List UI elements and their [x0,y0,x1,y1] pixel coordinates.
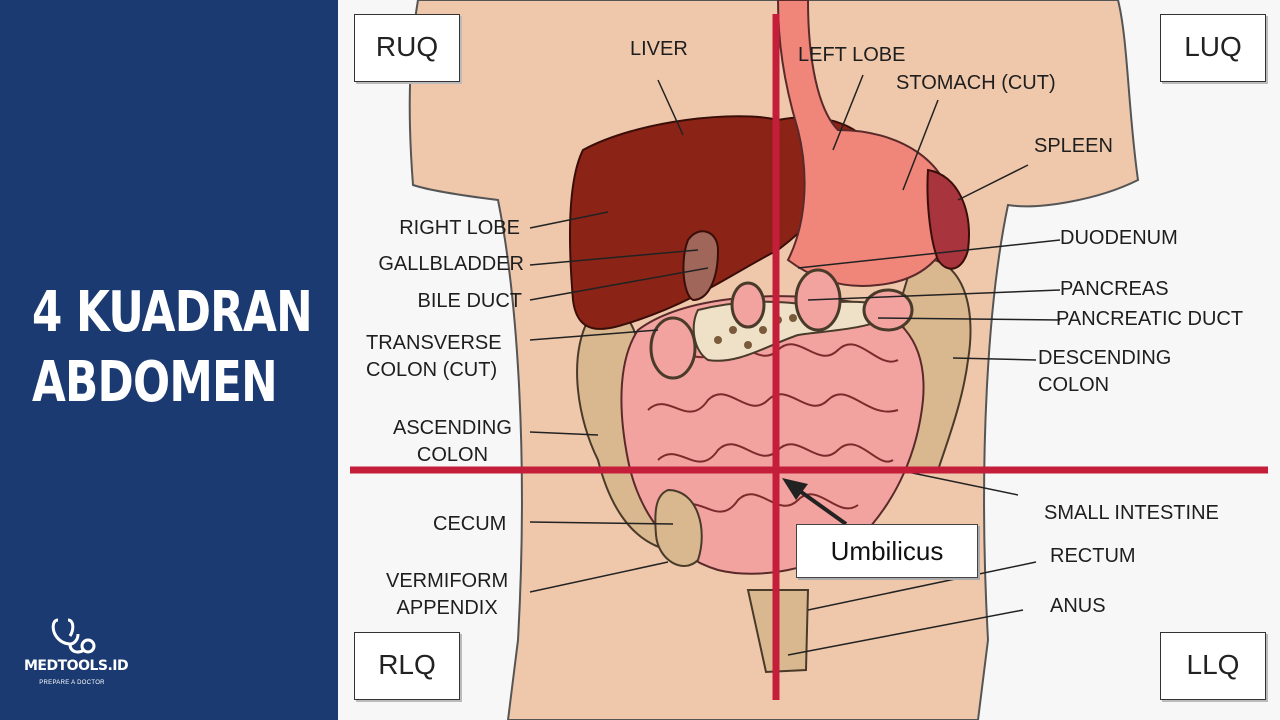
label-rectum: RECTUM [1050,545,1136,567]
label-pancreas: PANCREAS [1060,278,1169,300]
label-ascending-colon: ASCENDING COLON [393,415,512,469]
label-vermiform-appendix: VERMIFORM APPENDIX [386,568,508,622]
stethoscope-icon [51,618,96,654]
spleen [926,168,970,270]
label-ascending-colon-line2: COLON [416,444,489,466]
label-spleen: SPLEEN [1034,135,1113,157]
label-liver: LIVER [630,38,688,60]
quadrant-rlq: RLQ [354,632,460,700]
cecum [654,488,703,567]
label-descending-colon-line1: DESCENDING [1038,347,1172,369]
label-left-lobe: LEFT LOBE [798,44,906,66]
label-stomach: STOMACH (CUT) [896,72,1056,94]
label-anus: ANUS [1050,595,1106,617]
label-pancreatic-duct: PANCREATIC DUCT [1056,308,1244,330]
label-duodenum: DUODENUM [1060,227,1178,249]
label-right-lobe: RIGHT LOBE [399,217,520,239]
label-cecum: CECUM [433,513,507,535]
title-line-2: ABDOMEN [32,350,278,415]
gallbladder [682,230,720,302]
brand-logo: MEDTOOLS.ID PREPARE A DOCTOR [24,616,129,696]
sidebar-panel: 4 KUADRAN ABDOMEN MEDTOOLS.ID PREPARE A … [0,0,338,720]
stomach [776,0,955,287]
quadrant-llq: LLQ [1160,632,1266,700]
quadrant-luq: LUQ [1160,14,1266,82]
page-title: 4 KUADRAN ABDOMEN [32,278,313,418]
label-bile-duct: BILE DUCT [417,290,522,312]
label-gallbladder: GALLBLADDER [378,253,524,275]
label-umbilicus: Umbilicus [796,524,978,578]
label-small-intestine: SMALL INTESTINE [1044,502,1219,524]
label-descending-colon: DESCENDING COLON [1038,345,1171,399]
label-vermiform-line2: APPENDIX [396,597,498,619]
label-transverse-colon: TRANSVERSE COLON (CUT) [366,330,502,384]
title-line-1: 4 KUADRAN [32,280,313,345]
brand-name: MEDTOOLS.ID [24,658,129,674]
label-ascending-colon-line1: ASCENDING [393,417,512,439]
label-descending-colon-line2: COLON [1038,374,1110,396]
brand-tagline: PREPARE A DOCTOR [39,680,105,686]
label-transverse-colon-line2: COLON (CUT) [366,359,498,381]
quadrant-ruq: RUQ [354,14,460,82]
label-vermiform-line1: VERMIFORM [386,570,509,592]
label-transverse-colon-line1: TRANSVERSE [366,332,502,354]
abdomen-diagram: RUQ LUQ RLQ LLQ LIVER LEFT LOBE STOMACH … [338,0,1280,720]
abdomen-illustration [350,0,1268,720]
